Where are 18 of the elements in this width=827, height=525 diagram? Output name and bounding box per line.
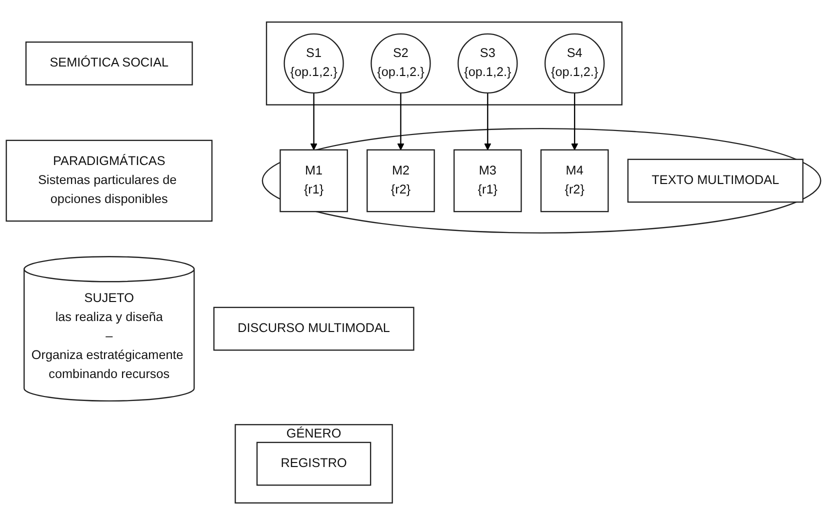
arrow: [310, 92, 318, 150]
node-circle: S4 {op.1,2.}: [544, 33, 605, 94]
node-circle: S3 {op.1,2.}: [458, 33, 518, 94]
node-circle: S2 {op.1,2.}: [370, 33, 431, 94]
node-box: SEMIÓTICA SOCIAL: [25, 42, 193, 86]
node-circle: S1 {op.1,2.}: [284, 33, 344, 94]
node-box: PARADIGMÁTICAS Sistemas particulares de opciones disponibles: [6, 140, 213, 222]
node-box: M2 {r2}: [366, 149, 435, 212]
arrow: [571, 92, 578, 150]
arrow: [397, 92, 404, 150]
node-box: M4 {r2}: [540, 149, 609, 212]
node-box: TEXTO MULTIMODAL: [627, 158, 804, 203]
node-box: M3 {r1}: [454, 149, 522, 212]
node-box: REGISTRO: [256, 442, 372, 486]
node-box: DISCURSO MULTIMODAL: [213, 306, 414, 351]
node-box: M1 {r1}: [280, 149, 348, 212]
cluster: [266, 21, 622, 106]
arrow: [484, 92, 492, 150]
